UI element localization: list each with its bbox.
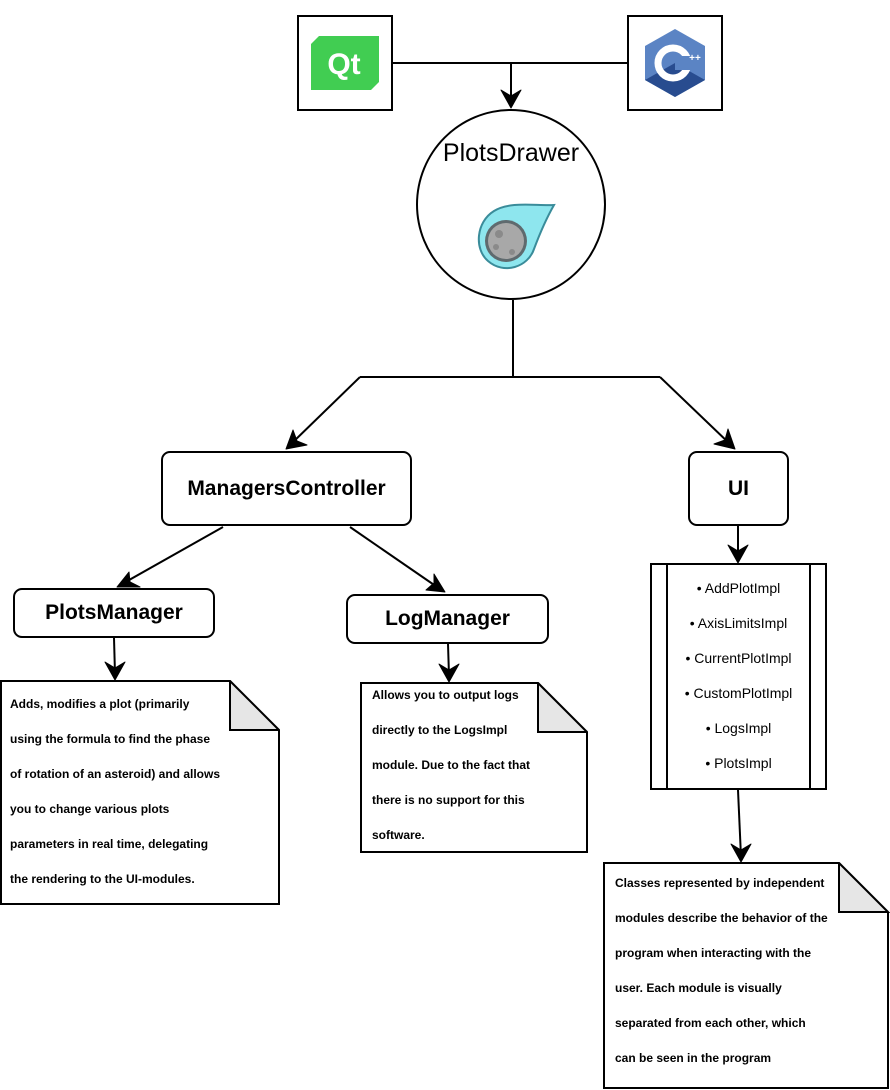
- arrowhead-logmanager-note: [438, 663, 460, 683]
- arrowhead-ui-list: [727, 544, 749, 564]
- note-line: using the formula to find the phase: [10, 732, 211, 746]
- managers-controller-label: ManagersController: [187, 476, 386, 500]
- note-line: software.: [372, 828, 425, 842]
- note-line: directly to the LogsImpl: [372, 723, 508, 737]
- log-manager-node: LogManager: [346, 594, 549, 644]
- note-line: you to change various plots: [10, 802, 170, 816]
- plots-manager-note: Adds, modifies a plot (primarily using t…: [0, 680, 280, 905]
- ui-node: UI: [688, 451, 789, 526]
- log-manager-note-text: Allows you to output logs directly to th…: [372, 678, 530, 853]
- ui-note: Classes represented by independent modul…: [603, 862, 890, 1090]
- edge-mc-to-plots-manager: [121, 526, 224, 585]
- edge-list-to-note: [737, 789, 742, 858]
- ui-note-text: Classes represented by independent modul…: [615, 866, 828, 1076]
- plotsdrawer-title: PlotsDrawer: [442, 139, 580, 167]
- note-line: can be seen in the program: [615, 1051, 772, 1065]
- arrowhead-managers-controller: [285, 429, 308, 450]
- list-right-bar: [809, 565, 811, 788]
- cpp-logo-icon: ++: [645, 29, 705, 97]
- edge-to-managers-controller: [289, 376, 361, 446]
- note-line: of rotation of an asteroid) and allows: [10, 767, 221, 781]
- cpp-logo-plus: ++: [689, 53, 701, 64]
- cpp-logo-box: ++: [627, 15, 723, 111]
- ui-label: UI: [728, 476, 749, 500]
- note-shape: [0, 680, 280, 905]
- qt-logo-box: Qt: [297, 15, 393, 111]
- note-line: Adds, modifies a plot (primarily: [10, 697, 190, 711]
- plotsdrawer-node: PlotsDrawer: [416, 109, 606, 300]
- edge-mc-to-log-manager: [349, 526, 441, 590]
- ui-module-item: • CustomPlotImpl: [684, 685, 793, 701]
- note-line: the rendering to the UI-modules.: [10, 872, 195, 886]
- ui-module-item: • PlotsImpl: [705, 755, 772, 771]
- ui-module-item: • AddPlotImpl: [696, 580, 781, 596]
- note-line: module. Due to the fact that: [372, 758, 531, 772]
- list-left-bar: [666, 565, 668, 788]
- note-line: modules describe the behavior of the: [615, 911, 828, 925]
- note-line: program when interacting with the: [615, 946, 812, 960]
- managers-controller-node: ManagersController: [161, 451, 412, 526]
- plots-manager-note-text: Adds, modifies a plot (primarily using t…: [10, 687, 220, 897]
- plots-manager-label: PlotsManager: [45, 601, 183, 624]
- asteroid-icon: [477, 203, 556, 270]
- arrowhead-plotsmanager-note: [104, 661, 126, 681]
- log-manager-label: LogManager: [385, 607, 510, 630]
- note-line: parameters in real time, delegating: [10, 837, 209, 851]
- note-line: user. Each module is visually: [615, 981, 782, 995]
- plots-manager-node: PlotsManager: [13, 588, 215, 638]
- ui-module-item: • AxisLimitsImpl: [689, 615, 788, 631]
- note-line: Allows you to output logs: [372, 688, 519, 702]
- ui-module-item: • LogsImpl: [705, 720, 772, 736]
- log-manager-note: Allows you to output logs directly to th…: [360, 682, 588, 853]
- arrowhead-ui: [713, 428, 736, 450]
- edge-to-ui: [659, 376, 732, 446]
- note-line: there is no support for this: [372, 793, 525, 807]
- ui-modules-list: • AddPlotImpl • AxisLimitsImpl • Current…: [650, 563, 827, 790]
- arrowhead-log-manager: [425, 573, 446, 593]
- ui-module-item: • CurrentPlotImpl: [685, 650, 792, 666]
- qt-logo-text: Qt: [327, 48, 360, 81]
- qt-logo-icon: Qt: [311, 36, 379, 90]
- arrowhead-ui-note: [730, 843, 752, 863]
- note-shape: [603, 862, 890, 1089]
- arrowhead-plots-manager: [116, 571, 141, 588]
- arrowhead-plotsdrawer: [500, 89, 522, 109]
- note-shape: [360, 682, 588, 853]
- note-line: separated from each other, which: [615, 1016, 806, 1030]
- note-line: Classes represented by independent: [615, 876, 825, 890]
